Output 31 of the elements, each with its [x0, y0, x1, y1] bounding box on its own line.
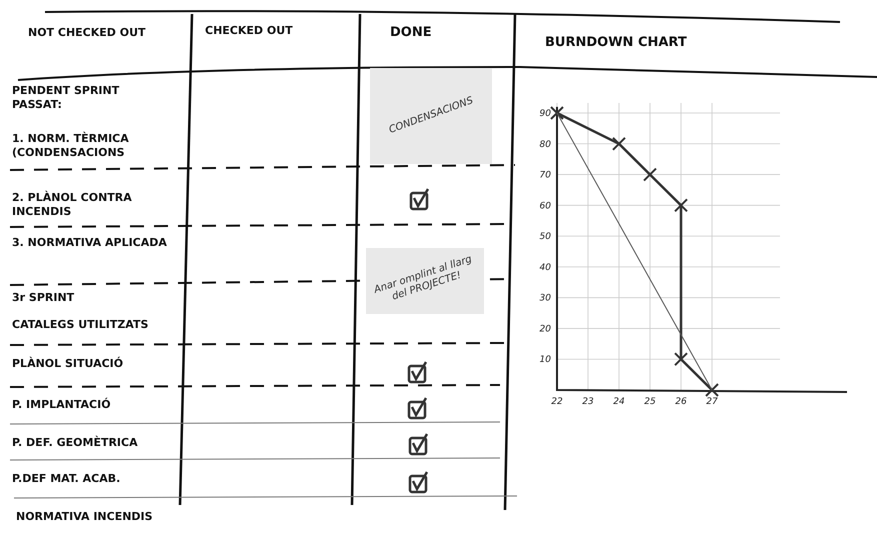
tick-label: 80 [540, 140, 551, 150]
task-text: 3r SPRINT [12, 291, 76, 305]
task-text: P.DEF MAT. ACAB. [12, 472, 122, 486]
task-text: P. DEF. GEOMÈTRICA [12, 436, 139, 450]
task-text: NORMATIVA INCENDIS [16, 510, 154, 524]
task-text: PLÀNOL SITUACIÓ [12, 357, 124, 371]
task-text: 1. NORM. TÈRMICA (CONDENSACIONS [12, 132, 130, 160]
column-heading: DONE [390, 26, 433, 40]
tick-label: 30 [540, 294, 551, 304]
tick-label: 27 [706, 397, 718, 407]
column-heading: NOT CHECKED OUT [28, 26, 147, 40]
tick-label: 22 [551, 397, 563, 407]
task-text: 2. PLÀNOL CONTRA INCENDIS [12, 191, 133, 219]
task-text: P. IMPLANTACIÓ [12, 398, 112, 412]
tick-label: 10 [540, 355, 551, 366]
task-text: CATALEGS UTILITZATS [12, 318, 150, 332]
column-heading: CHECKED OUT [205, 24, 294, 38]
task-text: PENDENT SPRINT PASSAT: [12, 84, 120, 112]
tick-label: 24 [613, 397, 625, 407]
tick-label: 40 [540, 262, 551, 273]
column-heading: BURNDOWN CHART [545, 36, 688, 50]
task-text: 3. NORMATIVA APLICADA [12, 236, 168, 250]
tick-label: 23 [582, 397, 594, 407]
tick-label: 20 [540, 324, 551, 334]
tick-label: 60 [540, 201, 551, 212]
tick-label: 26 [675, 397, 687, 407]
tick-label: 90 [540, 109, 551, 119]
tick-label: 70 [540, 170, 551, 181]
tick-label: 25 [644, 397, 656, 407]
sticky-note [370, 68, 492, 164]
tick-label: 50 [540, 232, 551, 242]
